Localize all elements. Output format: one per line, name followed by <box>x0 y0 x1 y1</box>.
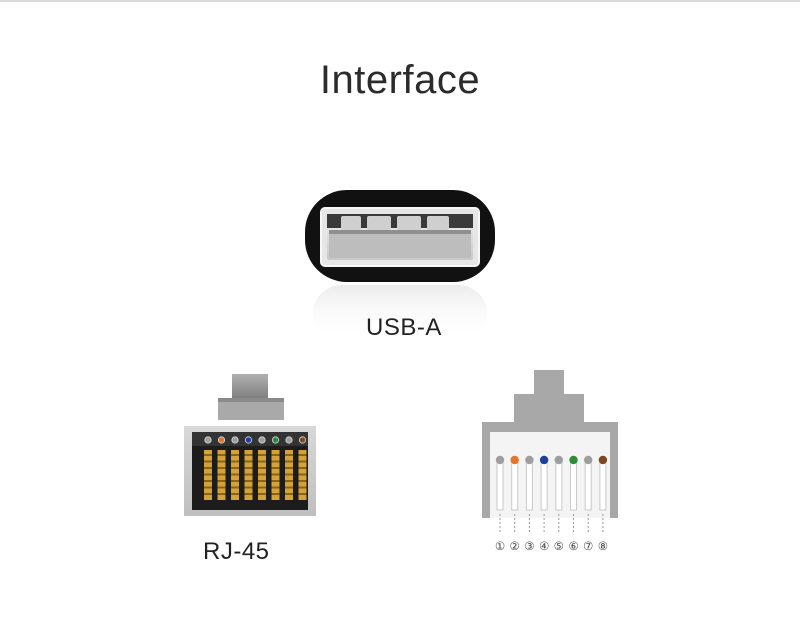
wire-end-4 <box>244 436 253 444</box>
pin-color-dot-5 <box>554 455 563 465</box>
pin-number-6: ⑥ <box>568 539 578 553</box>
pin-number-2: ② <box>510 539 520 553</box>
pin-color-dot-4 <box>539 455 549 465</box>
pin-color-dot-7 <box>584 455 593 465</box>
pin-slot-8 <box>599 459 607 511</box>
rj45-label: RJ-45 <box>203 538 270 565</box>
pin-number-5: ⑤ <box>554 539 564 553</box>
pin-color-dot-8 <box>598 455 608 465</box>
pin-slot-3 <box>525 459 533 511</box>
wire-end-2 <box>217 436 226 444</box>
pin-color-dot-3 <box>525 455 534 465</box>
wire-end-3 <box>231 436 239 444</box>
pin-number-4: ④ <box>539 539 549 553</box>
pin-slot-5 <box>555 459 563 511</box>
usb-a-port-image <box>305 190 495 350</box>
pin-slot-4 <box>540 459 548 511</box>
pin-slot-2 <box>511 459 519 511</box>
pin-number-8: ⑧ <box>598 539 608 553</box>
rj45-connector-image <box>180 370 320 520</box>
top-divider <box>0 0 800 2</box>
wire-end-8 <box>298 436 307 444</box>
pin-number-1: ① <box>495 539 505 553</box>
pin-slot-7 <box>584 459 592 511</box>
pin-slot-1 <box>496 459 504 511</box>
pin-number-3: ③ <box>524 539 534 553</box>
pin-number-7: ⑦ <box>583 539 593 553</box>
pin-color-dot-2 <box>510 455 519 465</box>
pin-slot-6 <box>570 459 577 511</box>
wire-end-6 <box>271 436 280 444</box>
pin-color-dot-6 <box>569 455 578 465</box>
pin-color-dot-1 <box>495 455 505 465</box>
wire-end-1 <box>204 436 212 444</box>
page-title: Interface <box>319 58 481 102</box>
wire-end-5 <box>258 436 266 444</box>
usb-a-label: USB-A <box>366 314 442 341</box>
wire-end-7 <box>285 436 293 444</box>
